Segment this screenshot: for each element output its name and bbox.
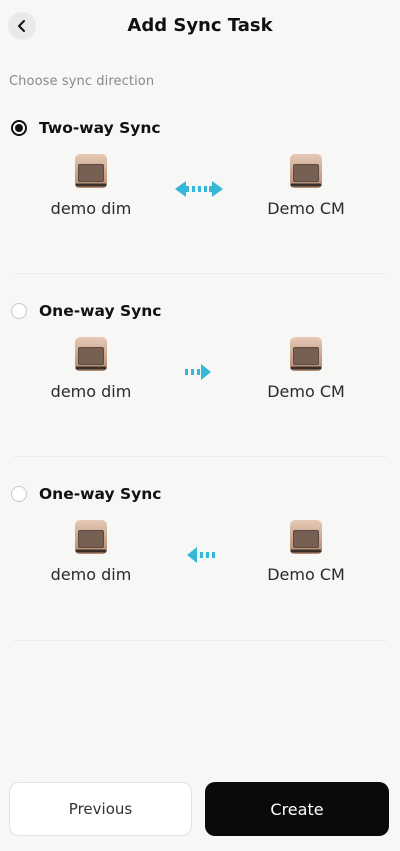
nas-device-icon [290, 154, 322, 188]
device-name: demo dim [50, 382, 132, 401]
previous-button[interactable]: Previous [9, 782, 192, 836]
device-name: Demo CM [267, 382, 345, 401]
source-device: demo dim [26, 151, 156, 237]
back-button[interactable] [8, 12, 36, 40]
radio-button[interactable] [11, 486, 27, 502]
sync-option-two-way[interactable]: Two-way Sync demo dim Demo CM [0, 119, 400, 301]
divider [13, 273, 387, 274]
page-title: Add Sync Task [127, 15, 273, 36]
radio-button[interactable] [11, 303, 27, 319]
arrow-right-icon [185, 364, 211, 380]
divider [13, 640, 387, 641]
sync-option-one-way-left[interactable]: One-way Sync demo dim Demo CM [0, 485, 400, 667]
option-title: One-way Sync [39, 302, 162, 320]
option-head[interactable]: One-way Sync [11, 302, 161, 320]
divider [13, 456, 387, 457]
nas-device-icon [75, 337, 107, 371]
target-device: Demo CM [241, 151, 371, 237]
section-label: Choose sync direction [9, 74, 155, 89]
create-button[interactable]: Create [205, 782, 389, 836]
radio-button-selected[interactable] [11, 120, 27, 136]
device-name: demo dim [50, 565, 132, 584]
device-name: Demo CM [267, 565, 345, 584]
option-head[interactable]: Two-way Sync [11, 119, 161, 137]
option-head[interactable]: One-way Sync [11, 485, 161, 503]
option-title: One-way Sync [39, 485, 162, 503]
nas-device-icon [290, 520, 322, 554]
arrow-left-icon [187, 547, 215, 563]
target-device: Demo CM [241, 334, 371, 420]
nas-device-icon [290, 337, 322, 371]
chevron-left-icon [18, 20, 25, 32]
source-device: demo dim [26, 517, 156, 603]
device-name: demo dim [50, 199, 132, 218]
nas-device-icon [75, 520, 107, 554]
two-way-arrow-icon [175, 181, 223, 197]
device-name: Demo CM [267, 199, 345, 218]
target-device: Demo CM [241, 517, 371, 603]
sync-option-one-way-right[interactable]: One-way Sync demo dim Demo CM [0, 302, 400, 484]
header: Add Sync Task [0, 0, 400, 56]
source-device: demo dim [26, 334, 156, 420]
option-title: Two-way Sync [39, 119, 161, 137]
nas-device-icon [75, 154, 107, 188]
